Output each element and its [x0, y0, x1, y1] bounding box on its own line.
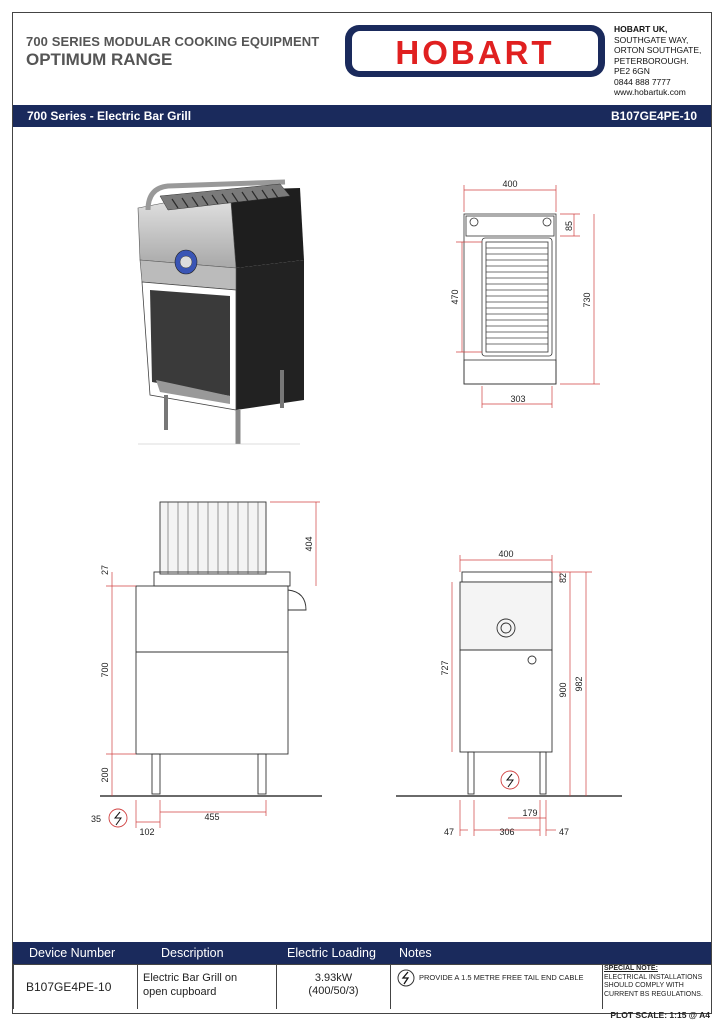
special-note-title: SPECIAL NOTE: [604, 965, 658, 972]
company-address: HOBART UK, SOUTHGATE WAY, ORTON SOUTHGAT… [614, 24, 701, 98]
svg-text:102: 102 [139, 827, 154, 837]
title-bar: 700 Series - Electric Bar Grill B107GE4P… [13, 105, 711, 127]
svg-text:47: 47 [444, 827, 454, 837]
header-electric-loading: Electric Loading [287, 946, 376, 960]
address-line: PE2 6GN [614, 66, 650, 76]
cell-device-number: B107GE4PE-10 [13, 965, 138, 1009]
address-line: ORTON SOUTHGATE, [614, 45, 702, 55]
special-note-line: CURRENT BS REGULATIONS. [604, 990, 703, 998]
electrical-icon [397, 969, 415, 987]
product-code: B107GE4PE-10 [610, 109, 697, 123]
address-line: 0844 888 7777 [614, 76, 671, 87]
address-line: HOBART UK, [614, 24, 668, 34]
side-dimensions: 404 27 700 200 35 102 455 [91, 536, 314, 837]
cell-electric-loading: 3.93kW (400/50/3) [277, 965, 391, 1009]
svg-text:200: 200 [100, 767, 110, 782]
svg-text:82: 82 [558, 573, 568, 583]
table-header: Device Number Description Electric Loadi… [13, 942, 711, 964]
address-line: PETERBOROUGH. [614, 55, 689, 66]
logo-text: HOBART [395, 34, 554, 71]
note-text: PROVIDE A 1.5 METRE FREE TAIL END CABLE [419, 973, 584, 982]
isometric-view [137, 179, 304, 445]
svg-text:982: 982 [574, 676, 584, 691]
svg-text:47: 47 [559, 827, 569, 837]
range-heading: OPTIMUM RANGE [26, 50, 173, 69]
address-line: SOUTHGATE WAY, [614, 34, 689, 45]
svg-text:179: 179 [522, 808, 537, 818]
address-line: www.hobartuk.com [614, 87, 686, 97]
svg-text:730: 730 [582, 292, 592, 307]
sheet-border [12, 12, 712, 1014]
svg-text:470: 470 [450, 289, 460, 304]
svg-text:27: 27 [100, 565, 110, 575]
svg-text:306: 306 [499, 827, 514, 837]
loading-supply: (400/50/3) [308, 985, 359, 997]
hobart-logo: HOBART [345, 25, 605, 77]
description-line: Electric Bar Grill on [143, 972, 238, 984]
front-dimensions: 400 82 727 900 982 179 47 306 47 [440, 549, 584, 837]
product-title: 700 Series - Electric Bar Grill [27, 109, 192, 123]
svg-text:303: 303 [510, 394, 525, 404]
series-heading: 700 SERIES MODULAR COOKING EQUIPMENT [26, 34, 320, 49]
svg-text:900: 900 [558, 682, 568, 697]
loading-power: 3.93kW [314, 972, 353, 984]
svg-text:700: 700 [100, 662, 110, 677]
plan-view [456, 185, 600, 408]
svg-text:404: 404 [304, 536, 314, 551]
plot-scale: PLOT SCALE: 1:15 @ A4 [610, 1010, 710, 1020]
cell-description: Electric Bar Grill on open cupboard [138, 965, 277, 1009]
technical-drawings: 400 85 470 730 303 404 [91, 179, 622, 837]
device-number-value: B107GE4PE-10 [26, 980, 112, 994]
side-elevation [100, 501, 322, 828]
svg-text:400: 400 [502, 179, 517, 189]
svg-text:727: 727 [440, 660, 450, 675]
plan-dimensions: 400 85 470 730 303 [450, 179, 592, 404]
svg-text:400: 400 [498, 549, 513, 559]
header-notes: Notes [399, 946, 432, 960]
description-line: open cupboard [143, 986, 217, 998]
svg-text:35: 35 [91, 814, 101, 824]
front-elevation [396, 555, 622, 836]
svg-text:85: 85 [564, 221, 574, 231]
table-row: B107GE4PE-10 Electric Bar Grill on open … [13, 964, 711, 1009]
svg-text:455: 455 [204, 812, 219, 822]
header-description: Description [161, 946, 224, 960]
special-note: SPECIAL NOTE: ELECTRICAL INSTALLATIONS S… [604, 965, 710, 999]
header-device-number: Device Number [29, 946, 116, 960]
cell-notes: PROVIDE A 1.5 METRE FREE TAIL END CABLE [391, 965, 603, 1009]
special-note-line: SHOULD COMPLY WITH [604, 982, 684, 989]
special-note-line: ELECTRICAL INSTALLATIONS [604, 973, 703, 981]
